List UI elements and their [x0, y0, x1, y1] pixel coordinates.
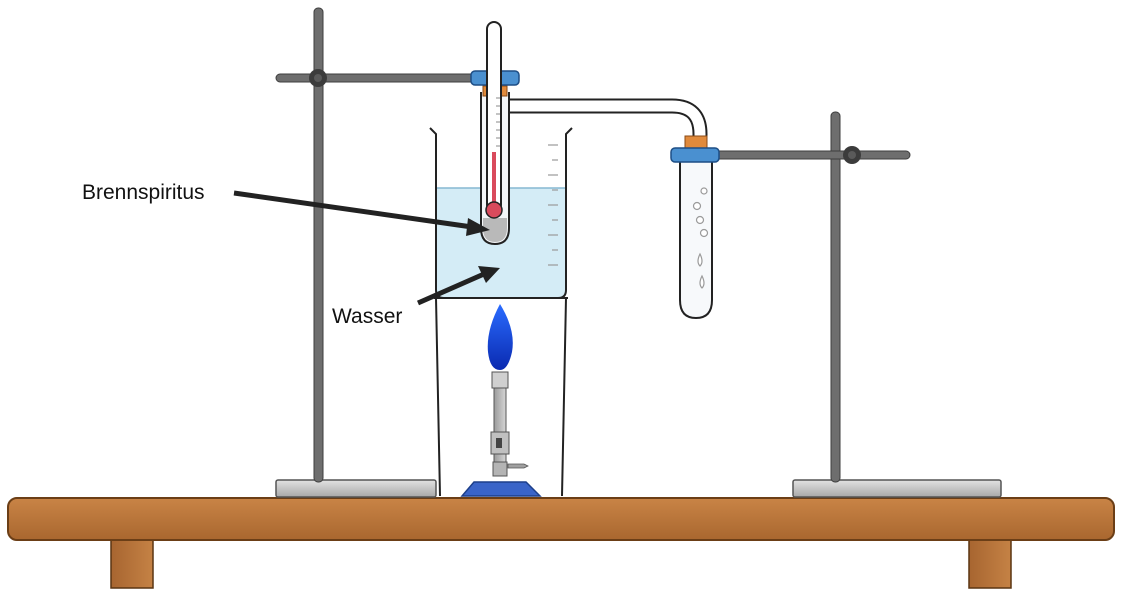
table-leg-right	[968, 537, 1012, 589]
left-retort-stand	[275, 7, 507, 498]
right-tube-clamp	[670, 147, 720, 163]
right-clamp-arm	[711, 150, 911, 160]
brennspiritus-arrow-head	[466, 218, 490, 236]
thermometer	[485, 21, 503, 219]
table-top	[7, 497, 1115, 541]
thermometer-liquid-column	[492, 152, 496, 207]
bunsen-burner	[460, 304, 542, 497]
right-retort-stand	[711, 111, 1002, 498]
right-stand-base	[792, 479, 1002, 498]
beaker-outline	[429, 127, 573, 299]
flame-icon	[487, 304, 513, 370]
brennspiritus-arrow-line	[233, 190, 473, 230]
label-wasser: Wasser	[332, 305, 403, 328]
table-leg-left	[110, 537, 154, 589]
beaker-graduation-marks	[548, 144, 558, 266]
lab-table	[7, 497, 1115, 589]
spirit-test-tube	[470, 21, 520, 246]
left-stand-base	[275, 479, 437, 498]
wasser-arrow-line	[416, 271, 486, 306]
right-stand-rod	[830, 111, 841, 483]
burner-base	[460, 481, 542, 497]
label-brennspiritus: Brennspiritus	[82, 181, 205, 204]
annotation-arrows	[233, 190, 500, 306]
delivery-tube	[500, 95, 708, 145]
thermometer-bulb	[485, 201, 503, 219]
left-stand-rod	[313, 7, 324, 483]
collection-tube-cork	[684, 135, 708, 149]
condensate-droplets	[692, 187, 709, 289]
spirit-liquid	[483, 218, 507, 242]
collection-test-tube	[670, 135, 720, 320]
wasser-arrow-head	[478, 266, 500, 283]
gas-inlet	[507, 463, 529, 469]
